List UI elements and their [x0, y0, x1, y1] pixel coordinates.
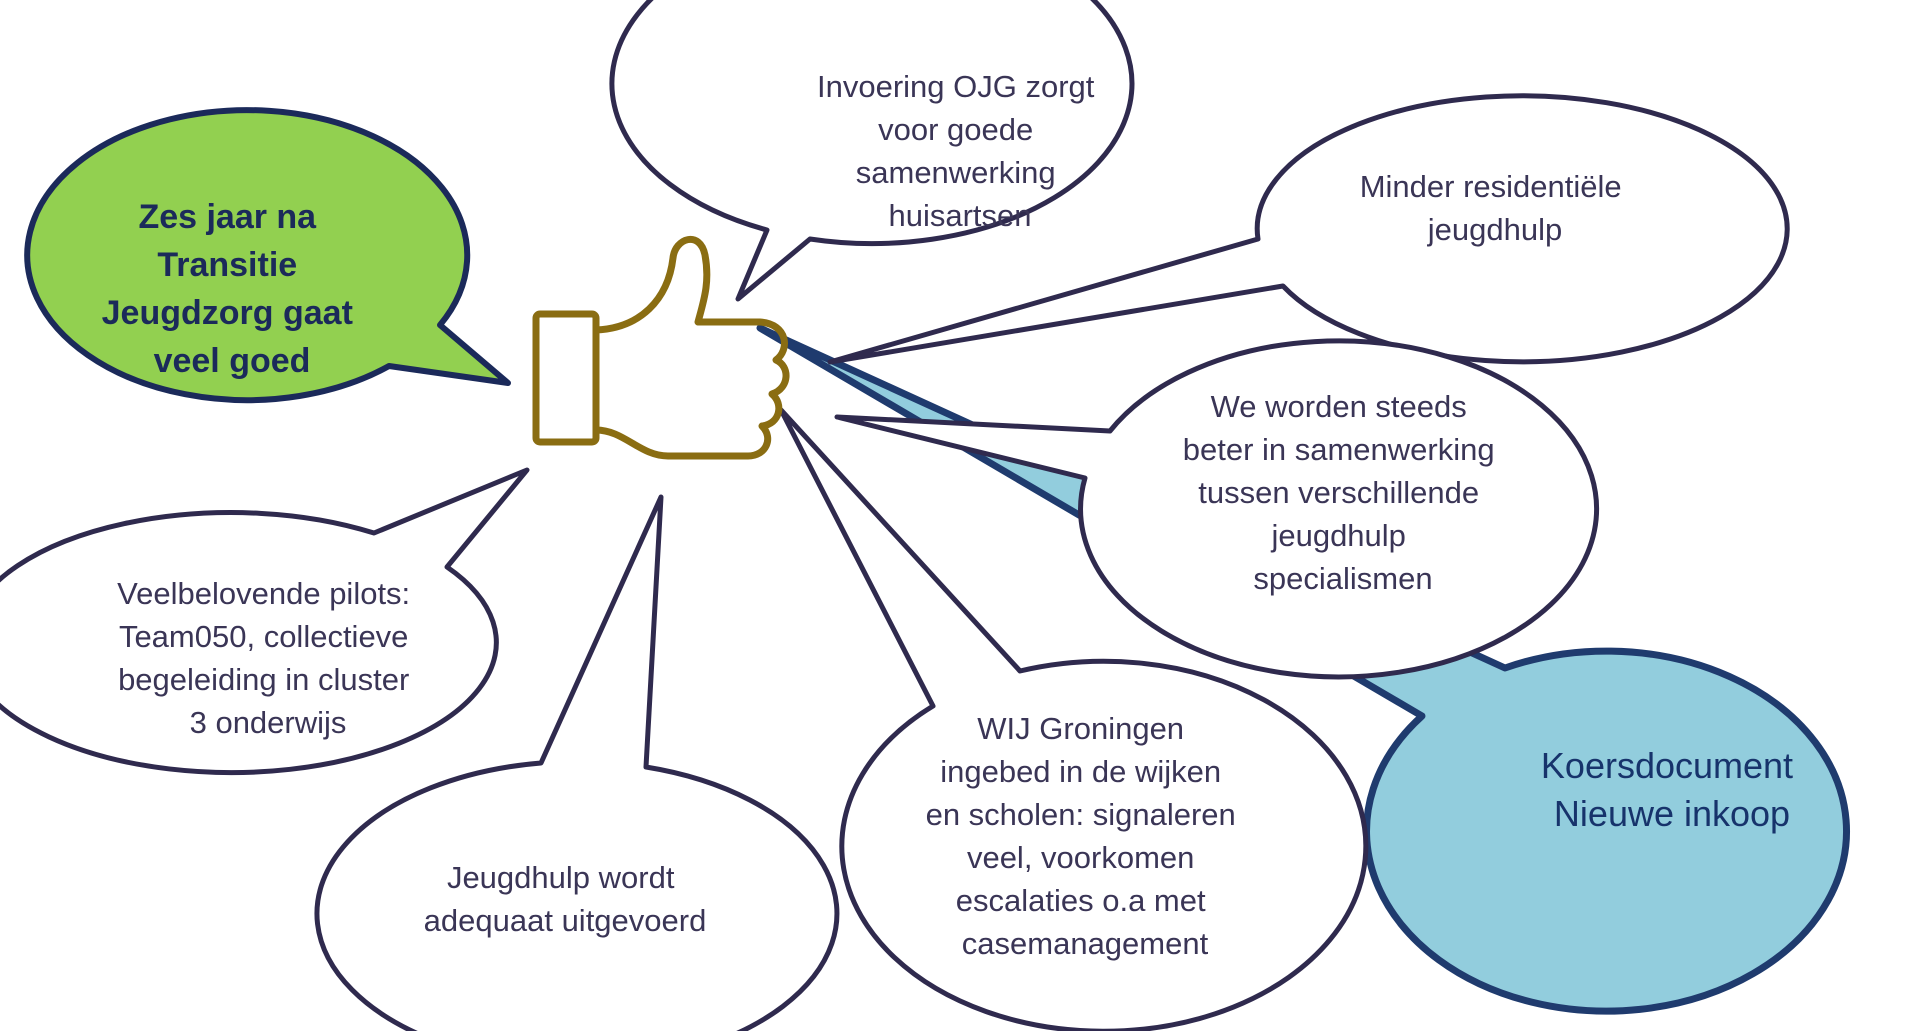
samenwerking-line-4: jeugdhulp	[1270, 518, 1405, 553]
residentiele-line-1: Minder residentiële	[1360, 169, 1622, 204]
thumbs-up-cuff	[532, 310, 600, 446]
main-line-4: veel goed	[154, 342, 311, 380]
svg-text:We worden steeds beter i: We worden steeds beter in samenwerking t…	[1183, 389, 1504, 596]
ojg-line-2: voor goede	[878, 112, 1033, 147]
main-line-1: Zes jaar na	[138, 198, 317, 236]
wij-line-5: escalaties o.a met	[956, 883, 1206, 918]
pilots-line-3: begeleiding in cluster	[118, 662, 409, 697]
ojg-line-4: huisartsen	[888, 198, 1031, 233]
callout-koersdocument-shape	[756, 324, 1850, 1015]
samenwerking-line-2: beter in samenwerking	[1183, 432, 1495, 467]
callout-ojg-shape	[609, 0, 1135, 302]
callout-pilots-shape	[0, 467, 530, 776]
wij-line-1: WIJ Groningen	[977, 711, 1184, 746]
callout-main: Zes jaar na Transitie Jeugdzorg gaat vee…	[24, 107, 511, 404]
jeugdhulp-line-2: adequaat uitgevoerd	[424, 903, 707, 938]
callout-samenwerking: We worden steeds beter in samenwerking t…	[834, 338, 1600, 680]
koersdocument-line-1: Koersdocument	[1541, 745, 1793, 786]
callout-pilots: Veelbelovende pilots: Team050, collectie…	[0, 467, 530, 776]
callout-jeugdhulp-shape	[314, 494, 840, 1031]
svg-text:Koersdocument Nieuwe ink: Koersdocument Nieuwe inkoop	[1541, 745, 1803, 834]
callout-residentiele-shape	[827, 93, 1790, 365]
wij-line-2: ingebed in de wijken	[940, 754, 1221, 789]
ojg-line-1: Invoering OJG zorgt	[817, 69, 1095, 104]
svg-text:Jeugdhulp wordt adequaat: Jeugdhulp wordt adequaat uitgevoerd	[424, 860, 707, 938]
koersdocument-line-2: Nieuwe inkoop	[1554, 793, 1790, 834]
pilots-line-1: Veelbelovende pilots:	[117, 576, 410, 611]
callout-koersdocument: Koersdocument Nieuwe inkoop	[756, 324, 1850, 1015]
svg-text:WIJ Groningen ingebed in: WIJ Groningen ingebed in de wijken en sc…	[926, 711, 1245, 961]
callout-main-shape	[24, 107, 511, 404]
callout-ojg: Invoering OJG zorgt voor goede samenwerk…	[609, 0, 1135, 302]
pilots-line-4: 3 onderwijs	[190, 705, 347, 740]
main-line-2: Transitie	[157, 246, 297, 284]
callout-wij: WIJ Groningen ingebed in de wijken en sc…	[778, 407, 1369, 1031]
thumbs-up-icon	[532, 235, 790, 460]
main-line-3: Jeugdzorg gaat	[102, 294, 353, 332]
samenwerking-line-5: specialismen	[1253, 561, 1432, 596]
callout-residentiele: Minder residentiële jeugdhulp	[827, 93, 1790, 365]
pilots-line-2: Team050, collectieve	[119, 619, 409, 654]
callout-wij-shape	[778, 407, 1369, 1031]
samenwerking-line-3: tussen verschillende	[1198, 475, 1479, 510]
svg-text:Minder residentiële jeug: Minder residentiële jeugdhulp	[1360, 169, 1631, 247]
svg-text:Invoering OJG zorgt voor: Invoering OJG zorgt voor goede samenwerk…	[817, 69, 1103, 233]
ojg-line-3: samenwerking	[856, 155, 1056, 190]
callout-samenwerking-shape	[834, 338, 1600, 680]
jeugdhulp-line-1: Jeugdhulp wordt	[447, 860, 675, 895]
wij-line-6: casemanagement	[962, 926, 1209, 961]
wij-line-3: en scholen: signaleren	[926, 797, 1236, 832]
svg-text:Zes jaar na Transitie: Zes jaar na Transitie Jeugdzorg gaat vee…	[102, 198, 363, 380]
callout-jeugdhulp: Jeugdhulp wordt adequaat uitgevoerd	[314, 494, 840, 1031]
thumbs-up-hand	[592, 235, 790, 460]
wij-line-4: veel, voorkomen	[967, 840, 1194, 875]
svg-text:Veelbelovende pilots: Te: Veelbelovende pilots: Team050, collectie…	[117, 576, 419, 740]
samenwerking-line-1: We worden steeds	[1211, 389, 1467, 424]
residentiele-line-2: jeugdhulp	[1427, 212, 1562, 247]
